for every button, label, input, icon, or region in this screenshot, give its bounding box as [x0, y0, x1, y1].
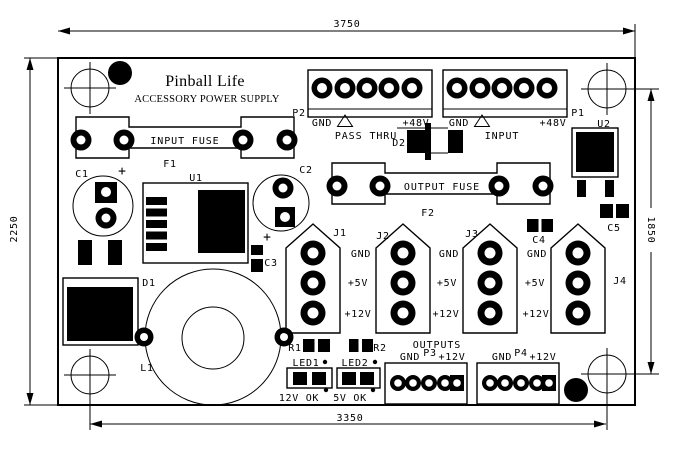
j3-pin-labels: GND +5V +12V — [523, 249, 550, 320]
capacitor-c5: C5 — [600, 204, 629, 234]
capacitor-c2: C2 + — [252, 165, 312, 245]
regulator-u2: U2 — [571, 119, 619, 197]
p4-gnd-label: GND — [492, 352, 512, 363]
p2-gnd-label: GND — [312, 118, 332, 129]
resistor-r2-ref: R2 — [373, 343, 386, 354]
capacitor-c1: C1 + — [72, 164, 134, 237]
dim-right-label: 1850 — [645, 217, 656, 244]
capacitor-c4-ref: C4 — [532, 235, 545, 246]
p4-12v-label: +12V — [530, 352, 557, 363]
c1-polarity-mark: + — [118, 164, 126, 179]
j2-5v-label: +5V — [437, 278, 457, 289]
connector-p1-ref: P1 — [571, 108, 584, 119]
diode-d2: D2 — [392, 123, 463, 160]
j3-5v-label: +5V — [525, 278, 545, 289]
output-fuse-f2: OUTPUT FUSE F2 — [327, 163, 554, 219]
header-j1-ref: J1 — [333, 228, 346, 239]
j2-pin-labels: GND +5V +12V — [433, 249, 460, 320]
connector-p3: GND P3 +12V — [385, 348, 467, 404]
board-subtitle: ACCESSORY POWER SUPPLY — [134, 94, 280, 105]
p2-48v-label: +48V — [403, 118, 430, 129]
j1-pin-labels: GND +5V +12V — [345, 249, 372, 320]
capacitor-c5-ref: C5 — [607, 223, 620, 234]
p1-caption: INPUT — [485, 131, 520, 142]
j3-gnd-label: GND — [527, 249, 547, 260]
tooling-dot-bottom-right — [564, 378, 588, 402]
j1-12v-label: +12V — [345, 309, 372, 320]
j3-12v-label: +12V — [523, 309, 550, 320]
dimension-right: 1850 — [581, 88, 659, 375]
output-fuse-caption: OUTPUT FUSE — [404, 182, 480, 193]
board-outline — [57, 57, 636, 406]
input-fuse-ref: F1 — [163, 159, 176, 170]
j2-gnd-label: GND — [439, 249, 459, 260]
header-j4-ref: J4 — [613, 276, 626, 287]
led2: LED2 5V OK — [333, 358, 381, 404]
mounting-hole-top-left — [63, 61, 117, 115]
bridge-d1: D1 — [62, 277, 155, 346]
toroid-l1-ref: L1 — [140, 363, 153, 374]
module-u1-ref: U1 — [189, 173, 202, 184]
dim-top-label: 3750 — [334, 19, 361, 30]
board-title: Pinball Life — [165, 73, 245, 90]
dim-bottom-label: 3350 — [337, 413, 364, 424]
j1-gnd-label: GND — [351, 249, 371, 260]
bridge-d1-ref: D1 — [142, 278, 155, 289]
j1-5v-label: +5V — [348, 278, 368, 289]
connector-p2: P2 GND +48V PASS THRU — [292, 70, 432, 142]
c2-polarity-mark: + — [263, 230, 271, 245]
input-fuse-caption: INPUT FUSE — [150, 136, 219, 147]
capacitor-c4: C4 — [527, 219, 553, 246]
p2-caption: PASS THRU — [335, 131, 397, 142]
capacitor-c3: C3 — [251, 245, 277, 272]
pad-left-b — [108, 240, 122, 265]
p3-gnd-label: GND — [400, 352, 420, 363]
connector-p4: GND P4 +12V — [477, 348, 559, 404]
dimension-left: 2250 — [9, 57, 58, 406]
dim-left-label: 2250 — [9, 216, 20, 243]
mounting-hole-top-right — [580, 62, 634, 116]
led2-caption: 5V OK — [333, 393, 367, 404]
diode-d2-ref: D2 — [392, 138, 405, 149]
mounting-hole-bottom-left — [63, 348, 117, 402]
j2-12v-label: +12V — [433, 309, 460, 320]
resistor-r1: R1 — [288, 339, 330, 354]
regulator-u2-ref: U2 — [597, 119, 610, 130]
led1-caption: 12V OK — [279, 393, 319, 404]
capacitor-c3-ref: C3 — [264, 258, 277, 269]
header-j3-ref: J3 — [465, 229, 478, 240]
dimension-top: 3750 — [58, 19, 636, 58]
header-j3 — [463, 224, 517, 333]
capacitor-c1-ref: C1 — [75, 169, 88, 180]
p1-48v-label: +48V — [540, 118, 567, 129]
output-fuse-ref: F2 — [421, 208, 434, 219]
pad-left-a — [78, 240, 92, 265]
capacitor-c2-ref: C2 — [299, 165, 312, 176]
toroid-l1: L1 — [134, 268, 294, 406]
header-j1 — [286, 224, 340, 333]
connector-p2-ref: P2 — [292, 108, 305, 119]
led1: LED1 12V OK — [279, 358, 333, 404]
resistor-r2: R2 — [349, 339, 386, 354]
outputs-caption: OUTPUTS — [413, 340, 461, 351]
led1-ref: LED1 — [293, 358, 320, 369]
tooling-dot-top-left — [108, 61, 132, 85]
connector-p3-ref: P3 — [423, 348, 436, 359]
p3-12v-label: +12V — [439, 352, 466, 363]
resistor-r1-ref: R1 — [288, 343, 301, 354]
connector-p1: P1 GND +48V INPUT — [443, 70, 584, 142]
connector-p4-ref: P4 — [514, 348, 527, 359]
header-j2-ref: J2 — [376, 231, 389, 242]
header-j4 — [551, 224, 605, 333]
input-fuse-f1: INPUT FUSE F1 — [71, 117, 298, 170]
module-u1: U1 — [142, 173, 249, 264]
led2-ref: LED2 — [342, 358, 369, 369]
p1-gnd-label: GND — [449, 118, 469, 129]
mounting-hole-bottom-right — [580, 347, 634, 401]
